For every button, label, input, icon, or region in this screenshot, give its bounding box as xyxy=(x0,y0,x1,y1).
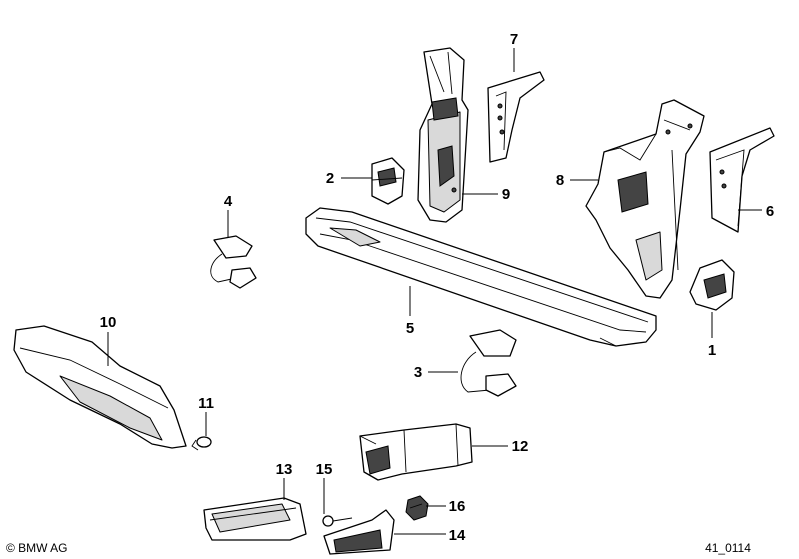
callout-3: 3 xyxy=(414,364,422,381)
callout-11: 11 xyxy=(198,395,214,412)
leader-lines xyxy=(107,48,762,535)
callout-16: 16 xyxy=(449,498,466,515)
callout-5: 5 xyxy=(406,320,414,337)
part-9-bracket[interactable] xyxy=(417,47,469,223)
part-14-duct[interactable] xyxy=(323,509,395,555)
part-11-rivet[interactable] xyxy=(191,436,212,451)
callout-8: 8 xyxy=(556,172,564,189)
callout-2: 2 xyxy=(326,170,334,187)
part-15-screw[interactable] xyxy=(322,515,353,527)
callout-7: 7 xyxy=(510,31,518,48)
part-7-panel[interactable] xyxy=(487,71,545,163)
part-5-crossmember[interactable] xyxy=(305,207,657,347)
callout-12: 12 xyxy=(512,438,529,455)
part-4-hook[interactable] xyxy=(210,235,257,289)
part-3-hook[interactable] xyxy=(460,329,517,397)
callout-4: 4 xyxy=(224,193,233,210)
part-2-clip[interactable] xyxy=(371,157,405,205)
copyright-text: © BMW AG xyxy=(6,541,68,555)
callout-15: 15 xyxy=(316,461,333,478)
callout-6: 6 xyxy=(766,203,774,220)
part-12-duct[interactable] xyxy=(359,423,473,481)
callout-1: 1 xyxy=(708,342,716,359)
part-10-shroud[interactable] xyxy=(13,325,187,449)
diagram-code: 41_0114 xyxy=(705,541,751,555)
part-16-nut[interactable] xyxy=(405,495,429,521)
part-1-clip[interactable] xyxy=(689,259,735,311)
callout-13: 13 xyxy=(276,461,293,478)
callout-10: 10 xyxy=(100,314,117,331)
part-6-panel[interactable] xyxy=(709,127,775,233)
callout-14: 14 xyxy=(449,527,466,544)
part-8-bracket[interactable] xyxy=(585,99,705,299)
callout-9: 9 xyxy=(502,186,510,203)
part-13-duct[interactable] xyxy=(203,497,307,541)
